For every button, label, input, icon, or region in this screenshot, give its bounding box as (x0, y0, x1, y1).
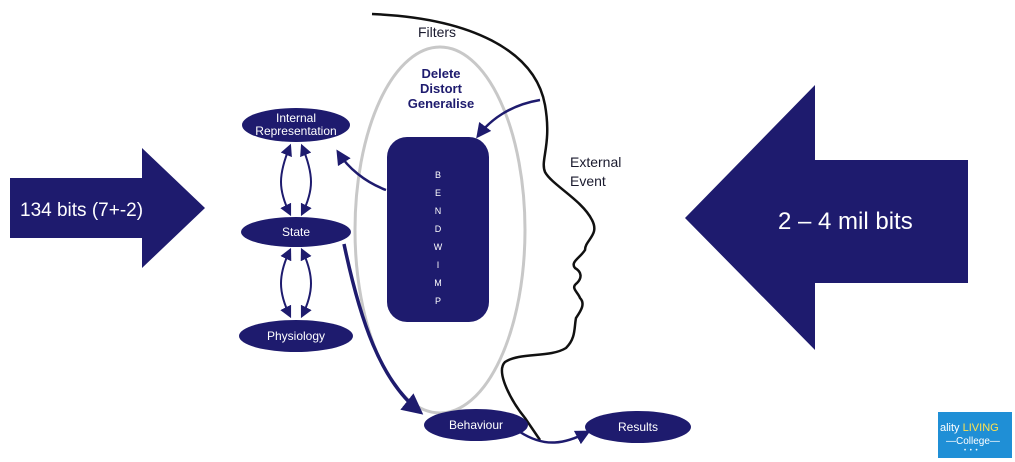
node-internal-representation (242, 108, 350, 142)
logo-dots: • • • (964, 448, 979, 454)
bendwimp-letter: D (435, 224, 442, 234)
filter-delete: Delete (421, 66, 460, 81)
physiology-label: Physiology (267, 329, 325, 343)
bendwimp-letter: E (435, 188, 441, 198)
logo-text-living: LIVING (962, 422, 999, 434)
arrow-behaviour-to-results (519, 430, 591, 445)
internal-representation-line2: Representation (255, 124, 336, 138)
arrow-internal-rep-state-right (300, 143, 312, 217)
bendwimp-letter: M (434, 278, 442, 288)
arrow-state-physiology-left (280, 247, 292, 319)
state-label: State (282, 225, 310, 239)
node-physiology (239, 320, 353, 352)
left-input-arrow (10, 148, 205, 268)
bendwimp-letter: W (434, 242, 443, 252)
filters-title: Filters (418, 24, 456, 40)
bendwimp-letter: B (435, 170, 441, 180)
logo-text-part1: ality (940, 422, 963, 434)
results-label: Results (618, 420, 658, 434)
bendwimp-letter: N (435, 206, 442, 216)
node-state (241, 217, 351, 247)
arrow-state-to-behaviour (342, 243, 424, 415)
arrow-event-to-filter (476, 98, 541, 139)
filters-ellipse (353, 45, 527, 415)
college-logo: ality LIVING —College— • • • (938, 412, 1012, 458)
internal-representation-line1: Internal (276, 111, 316, 125)
bendwimp-letter: I (437, 260, 440, 270)
right-input-arrow (685, 85, 968, 350)
behaviour-label: Behaviour (449, 418, 503, 432)
logo-text-college: College (956, 436, 990, 447)
node-behaviour (424, 409, 528, 441)
external-event-line1: External (570, 154, 621, 170)
left-arrow-label: 134 bits (7+-2) (20, 200, 143, 221)
node-results (585, 411, 691, 443)
arrow-filter-to-internal-rep (336, 149, 387, 192)
arrow-internal-rep-state-left (280, 143, 292, 217)
arrow-state-physiology-right (300, 247, 312, 319)
external-event-line2: Event (570, 173, 606, 189)
bendwimp-letters: B E N D W I M P (434, 170, 443, 306)
filter-generalise: Generalise (408, 96, 475, 111)
head-silhouette (371, 12, 596, 441)
filter-distort: Distort (420, 81, 463, 96)
bendwimp-letter: P (435, 296, 441, 306)
bendwimp-box (387, 137, 489, 322)
right-arrow-label: 2 – 4 mil bits (778, 208, 913, 235)
